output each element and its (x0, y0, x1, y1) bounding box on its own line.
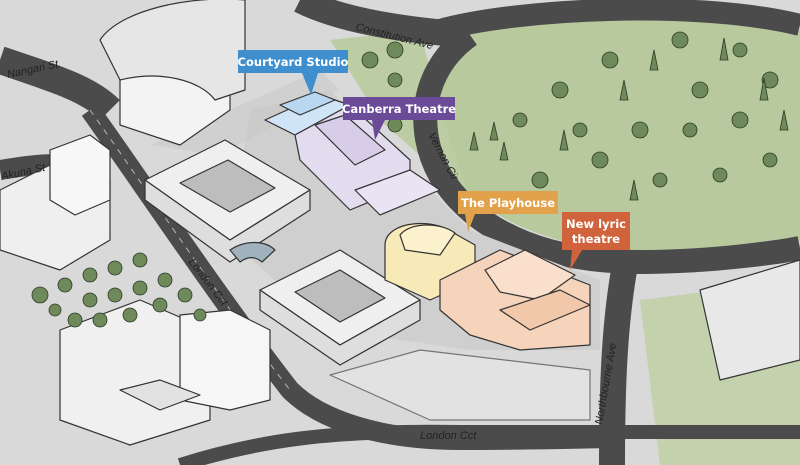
road-london-cct-bottom (177, 424, 800, 465)
courtyard-studio-building (264, 91, 351, 136)
callout-label: Courtyard Studio (238, 55, 349, 69)
road-label-london-cct-bottom: London Cct (420, 430, 477, 442)
trees (31, 31, 789, 328)
canberra-theatre-building (294, 104, 441, 216)
road-vernon-cir-north (437, 0, 800, 41)
building-east (699, 259, 800, 381)
callout-label: New lyric (566, 217, 626, 231)
callout-new-lyric-theatre[interactable]: New lyric theatre (562, 212, 630, 270)
sculpture (229, 241, 276, 263)
callout-the-playhouse[interactable]: The Playhouse (458, 191, 558, 232)
road-nangari-st (0, 46, 120, 121)
callout-canberra-theatre[interactable]: Canberra Theatre (342, 97, 456, 140)
callout-label: Canberra Theatre (342, 102, 456, 116)
callout-label: The Playhouse (461, 196, 555, 210)
callout-label-line2: theatre (572, 232, 620, 246)
road-london-cct (81, 104, 613, 451)
new-lyric-theatre-building (439, 249, 591, 351)
generic-buildings (0, 0, 800, 446)
building-southwest (59, 299, 211, 446)
callout-courtyard-studio[interactable]: Courtyard Studio (238, 50, 349, 95)
